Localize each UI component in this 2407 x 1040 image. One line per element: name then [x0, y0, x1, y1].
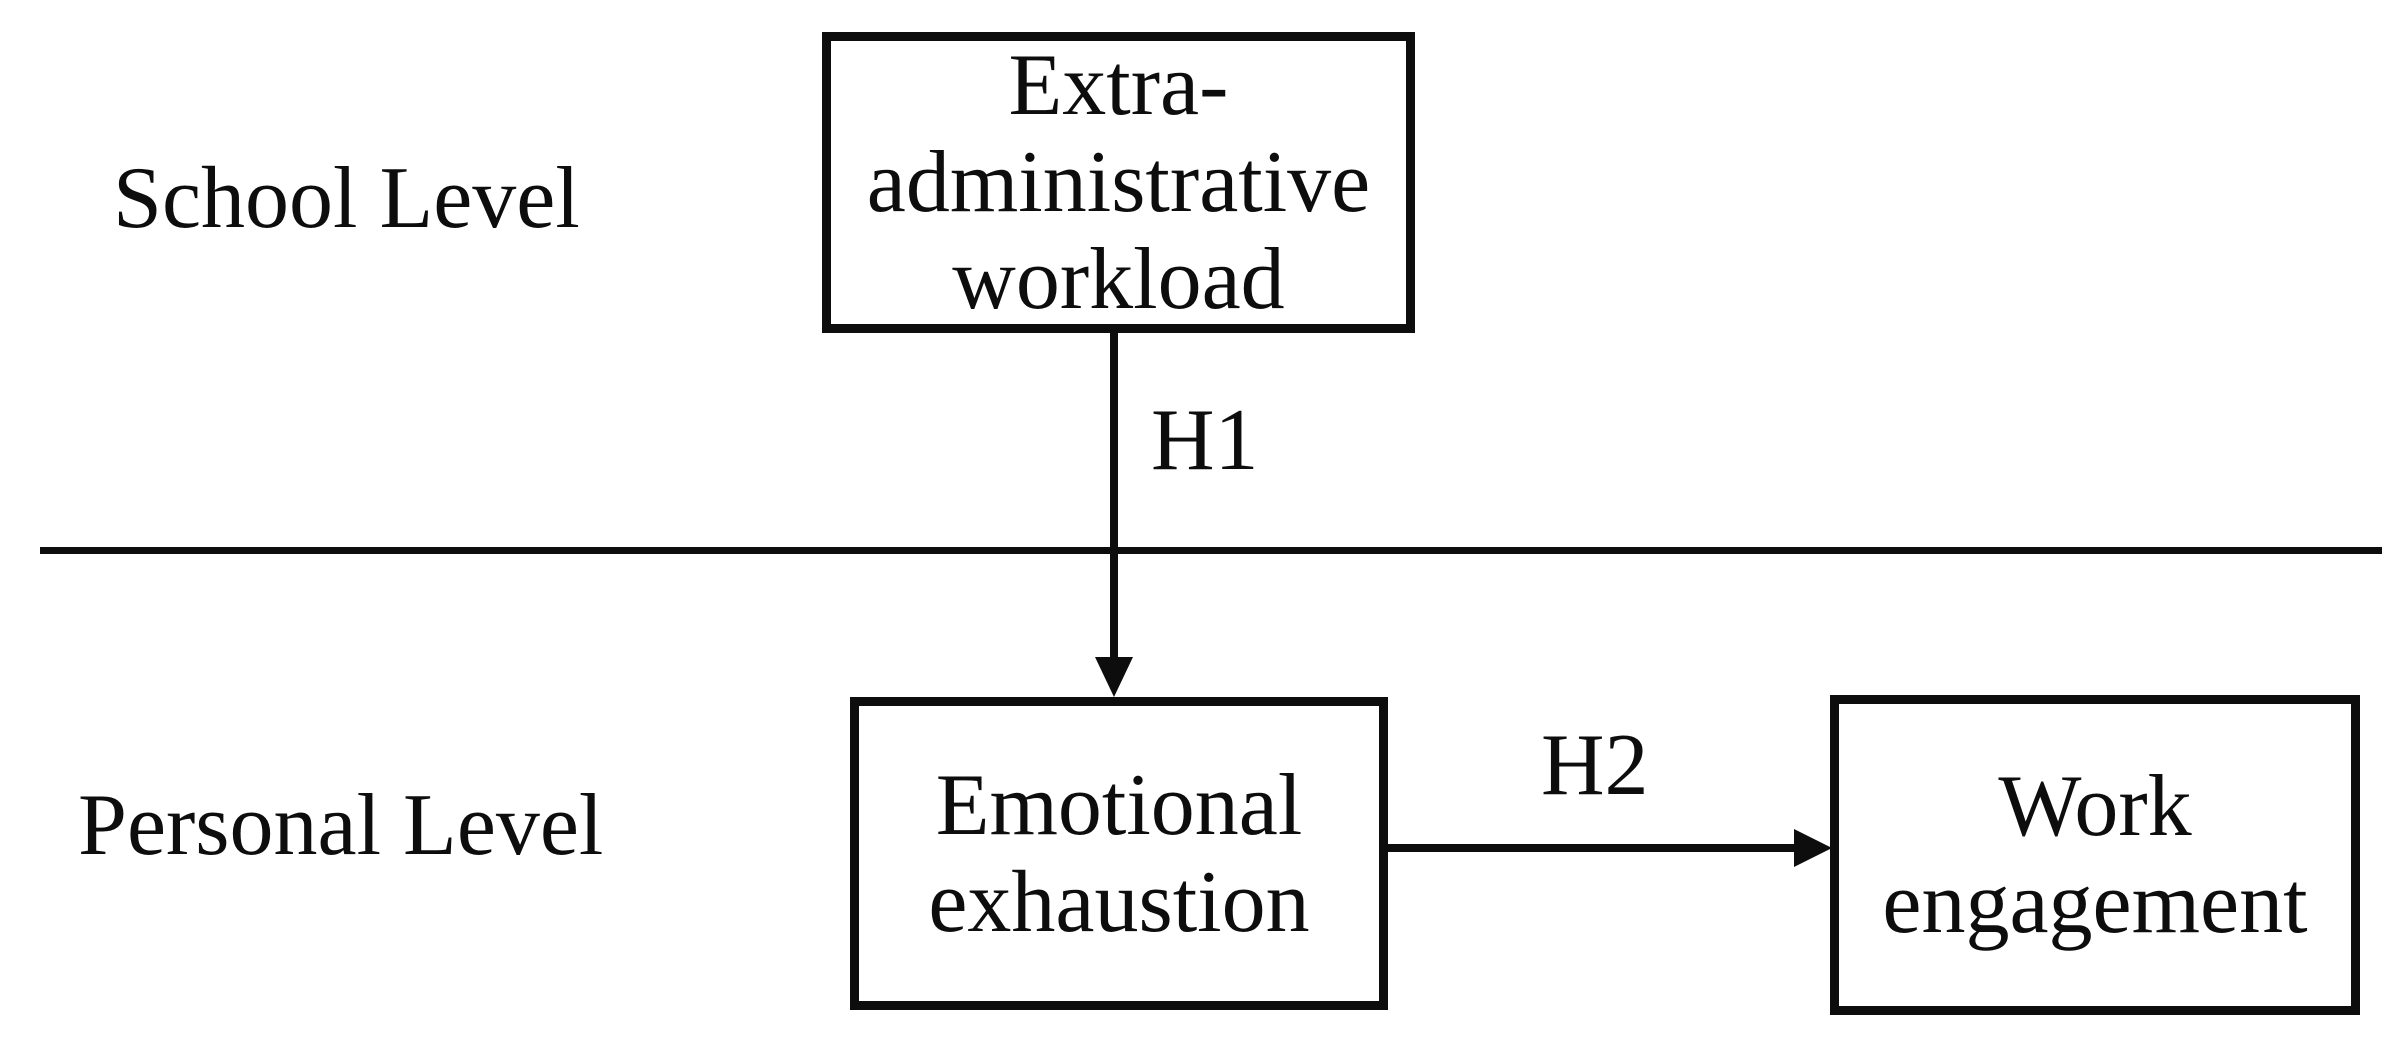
h1-hypothesis-label: H1	[1151, 392, 1259, 489]
school-level-label: School Level	[113, 150, 580, 247]
h2-arrowhead	[1794, 829, 1832, 867]
personal-level-label: Personal Level	[78, 777, 604, 874]
extra-administrative-workload-label: Extra- administrative workload	[866, 37, 1371, 328]
h2-hypothesis-label: H2	[1541, 717, 1649, 814]
emotional-exhaustion-label: Emotional exhaustion	[928, 756, 1310, 951]
h1-arrowhead	[1095, 657, 1133, 697]
extra-administrative-workload-box: Extra- administrative workload	[822, 32, 1415, 333]
level-divider-line	[40, 547, 2382, 554]
h2-arrow-line	[1384, 844, 1798, 852]
work-engagement-label: Work engagement	[1882, 758, 2308, 952]
emotional-exhaustion-box: Emotional exhaustion	[850, 697, 1388, 1010]
h1-arrow-line	[1110, 331, 1118, 661]
work-engagement-box: Work engagement	[1830, 695, 2360, 1015]
